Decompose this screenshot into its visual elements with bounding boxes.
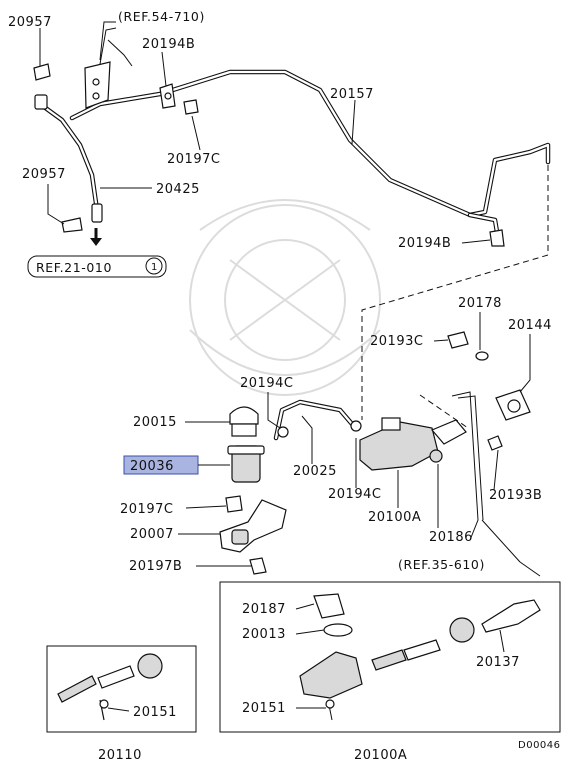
label-20157: 20157 [330,87,374,102]
label-20957-bottom: 20957 [22,167,66,182]
brake-line-assembly [33,27,551,247]
diagram-code: D00046 [518,740,561,751]
leader-lines [39,21,541,712]
label-20186: 20186 [429,530,473,545]
label-ref-21-010-circle: 1 [151,262,158,273]
label-20957-top: 20957 [8,15,52,30]
label-ref-35-610: (REF.35-610) [398,557,485,572]
label-20015: 20015 [133,415,177,430]
label-ref-54-710: (REF.54-710) [118,9,205,24]
label-20007: 20007 [130,527,174,542]
watermark-emblem [189,199,381,396]
label-20151-right: 20151 [242,701,286,716]
label-20193c: 20193C [370,334,423,349]
label-20144: 20144 [508,318,552,333]
label-20194c-top: 20194C [240,376,293,391]
label-20194b-right: 20194B [398,236,451,251]
label-20194b-top: 20194B [142,37,195,52]
label-20197b: 20197B [129,559,182,574]
labels: 20957 (REF.54-710) 20194B 20157 20197C 2… [8,9,561,763]
label-20194c-bottom: 20194C [328,487,381,502]
label-20013: 20013 [242,627,286,642]
label-20137: 20137 [476,655,520,670]
label-20187: 20187 [242,602,286,617]
master-cylinder-area [219,331,531,575]
label-20036: 20036 [130,459,174,474]
dashed-connectors [361,165,549,429]
label-20193b: 20193B [489,488,542,503]
box-20110 [46,645,197,733]
label-20100a-mid: 20100A [368,510,421,525]
label-20178: 20178 [458,296,502,311]
label-20151-left: 20151 [133,705,177,720]
label-20197c-top: 20197C [167,152,220,167]
label-20025: 20025 [293,464,337,479]
label-20425: 20425 [156,182,200,197]
label-20100a-bottom: 20100A [354,748,407,763]
label-20197c-bottom: 20197C [120,502,173,517]
box-20100A [219,581,561,733]
label-20110: 20110 [98,748,142,763]
label-ref-21-010: REF.21-010 [36,260,112,275]
ref-21-010-badge: REF.21-010 1 [27,255,167,278]
